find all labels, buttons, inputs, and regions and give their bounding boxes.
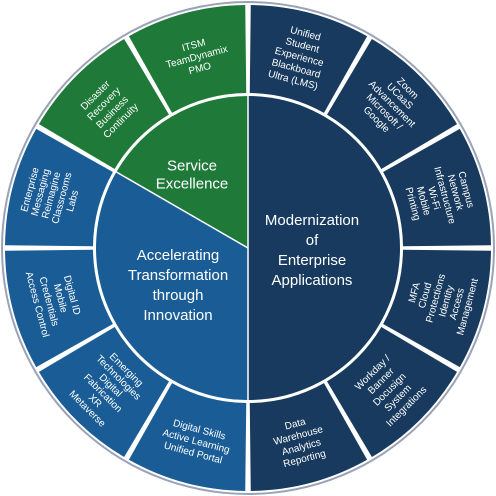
segment-itsm-shape xyxy=(128,5,247,113)
center-modernization-label-line: of xyxy=(306,232,319,249)
segment-itsm: ITSMTeamDynamixPMO xyxy=(128,5,247,113)
center-service-label-line: Excellence xyxy=(156,175,229,192)
center-accelerating-wedge xyxy=(95,172,248,400)
segment-zoom-ucaas: ZoomUCaaSAdvancementMicrosoft /Google xyxy=(327,38,458,169)
segment-data-warehouse-shape xyxy=(249,383,368,491)
segment-enterprise-messaging-label: EnterpriseMessagingReimagineClassroomsLa… xyxy=(18,163,85,228)
segment-emerging-technologies: EmergingTechnologiesDigitalFabricationXR… xyxy=(38,327,169,458)
center-service-wedge xyxy=(116,96,248,248)
center-accelerating-label-line: Accelerating xyxy=(137,247,220,264)
segment-disaster-recovery-shape xyxy=(38,38,169,169)
segment-enterprise-messaging-shape xyxy=(5,128,113,247)
segment-workday-banner-shape xyxy=(327,327,458,458)
segment-workday-banner-label: Workday /BannerDocusignSystemIntegration… xyxy=(351,351,430,430)
segment-mfa-cloud-label-line: MFA xyxy=(407,281,423,304)
segment-workday-banner: Workday /BannerDocusignSystemIntegration… xyxy=(327,327,458,458)
center-diagonal-divider xyxy=(115,171,249,249)
segment-digital-id-label: Digital IDMobileCredentialsAccess Contro… xyxy=(23,261,86,338)
segment-digital-id: Digital IDMobileCredentialsAccess Contro… xyxy=(5,249,113,368)
segment-data-warehouse: DataWarehouseAnalyticsReporting xyxy=(249,383,368,491)
center-modernization-label-line: Modernization xyxy=(265,212,359,229)
center-modernization-label-line: Applications xyxy=(272,272,353,289)
segment-digital-skills: Digital SkillsActive LearningUnified Por… xyxy=(128,383,247,491)
segment-data-warehouse-label: DataWarehouseAnalyticsReporting xyxy=(269,412,331,471)
segment-unified-student-experience: UnifiedStudentExperienceBlackboardUltra … xyxy=(249,5,368,113)
outer-ring: UnifiedStudentExperienceBlackboardUltra … xyxy=(5,5,491,491)
segment-enterprise-messaging: EnterpriseMessagingReimagineClassroomsLa… xyxy=(5,128,113,247)
segment-campus-network: CampusNetworkInfrastructureWi-FiMobilePr… xyxy=(383,128,491,247)
center-service-label-line: Service xyxy=(167,157,217,174)
segment-disaster-recovery: DisasterRecoveryBusinessContinuity xyxy=(38,38,169,169)
segment-mfa-cloud-shape xyxy=(383,249,491,368)
center-modernization-half xyxy=(248,96,400,400)
segment-data-warehouse-label-line: Data xyxy=(284,416,308,432)
segment-zoom-ucaas-shape xyxy=(327,38,458,169)
segment-digital-skills-shape xyxy=(128,383,247,491)
segment-campus-network-shape xyxy=(383,128,491,247)
segment-mfa-cloud: MFACloudProtectionsIdentityAccessManagem… xyxy=(383,249,491,368)
segment-digital-id-shape xyxy=(5,249,113,368)
center-accelerating-label-line: Innovation xyxy=(143,307,212,324)
segment-unified-student-experience-shape xyxy=(249,5,368,113)
center-accelerating-label-line: through xyxy=(153,287,204,304)
center-modernization-label-line: Enterprise xyxy=(278,252,346,269)
center-accelerating-label-line: Transformation xyxy=(128,267,228,284)
segment-enterprise-messaging-label-line: Labs xyxy=(65,189,81,213)
segment-emerging-technologies-shape xyxy=(38,327,169,458)
